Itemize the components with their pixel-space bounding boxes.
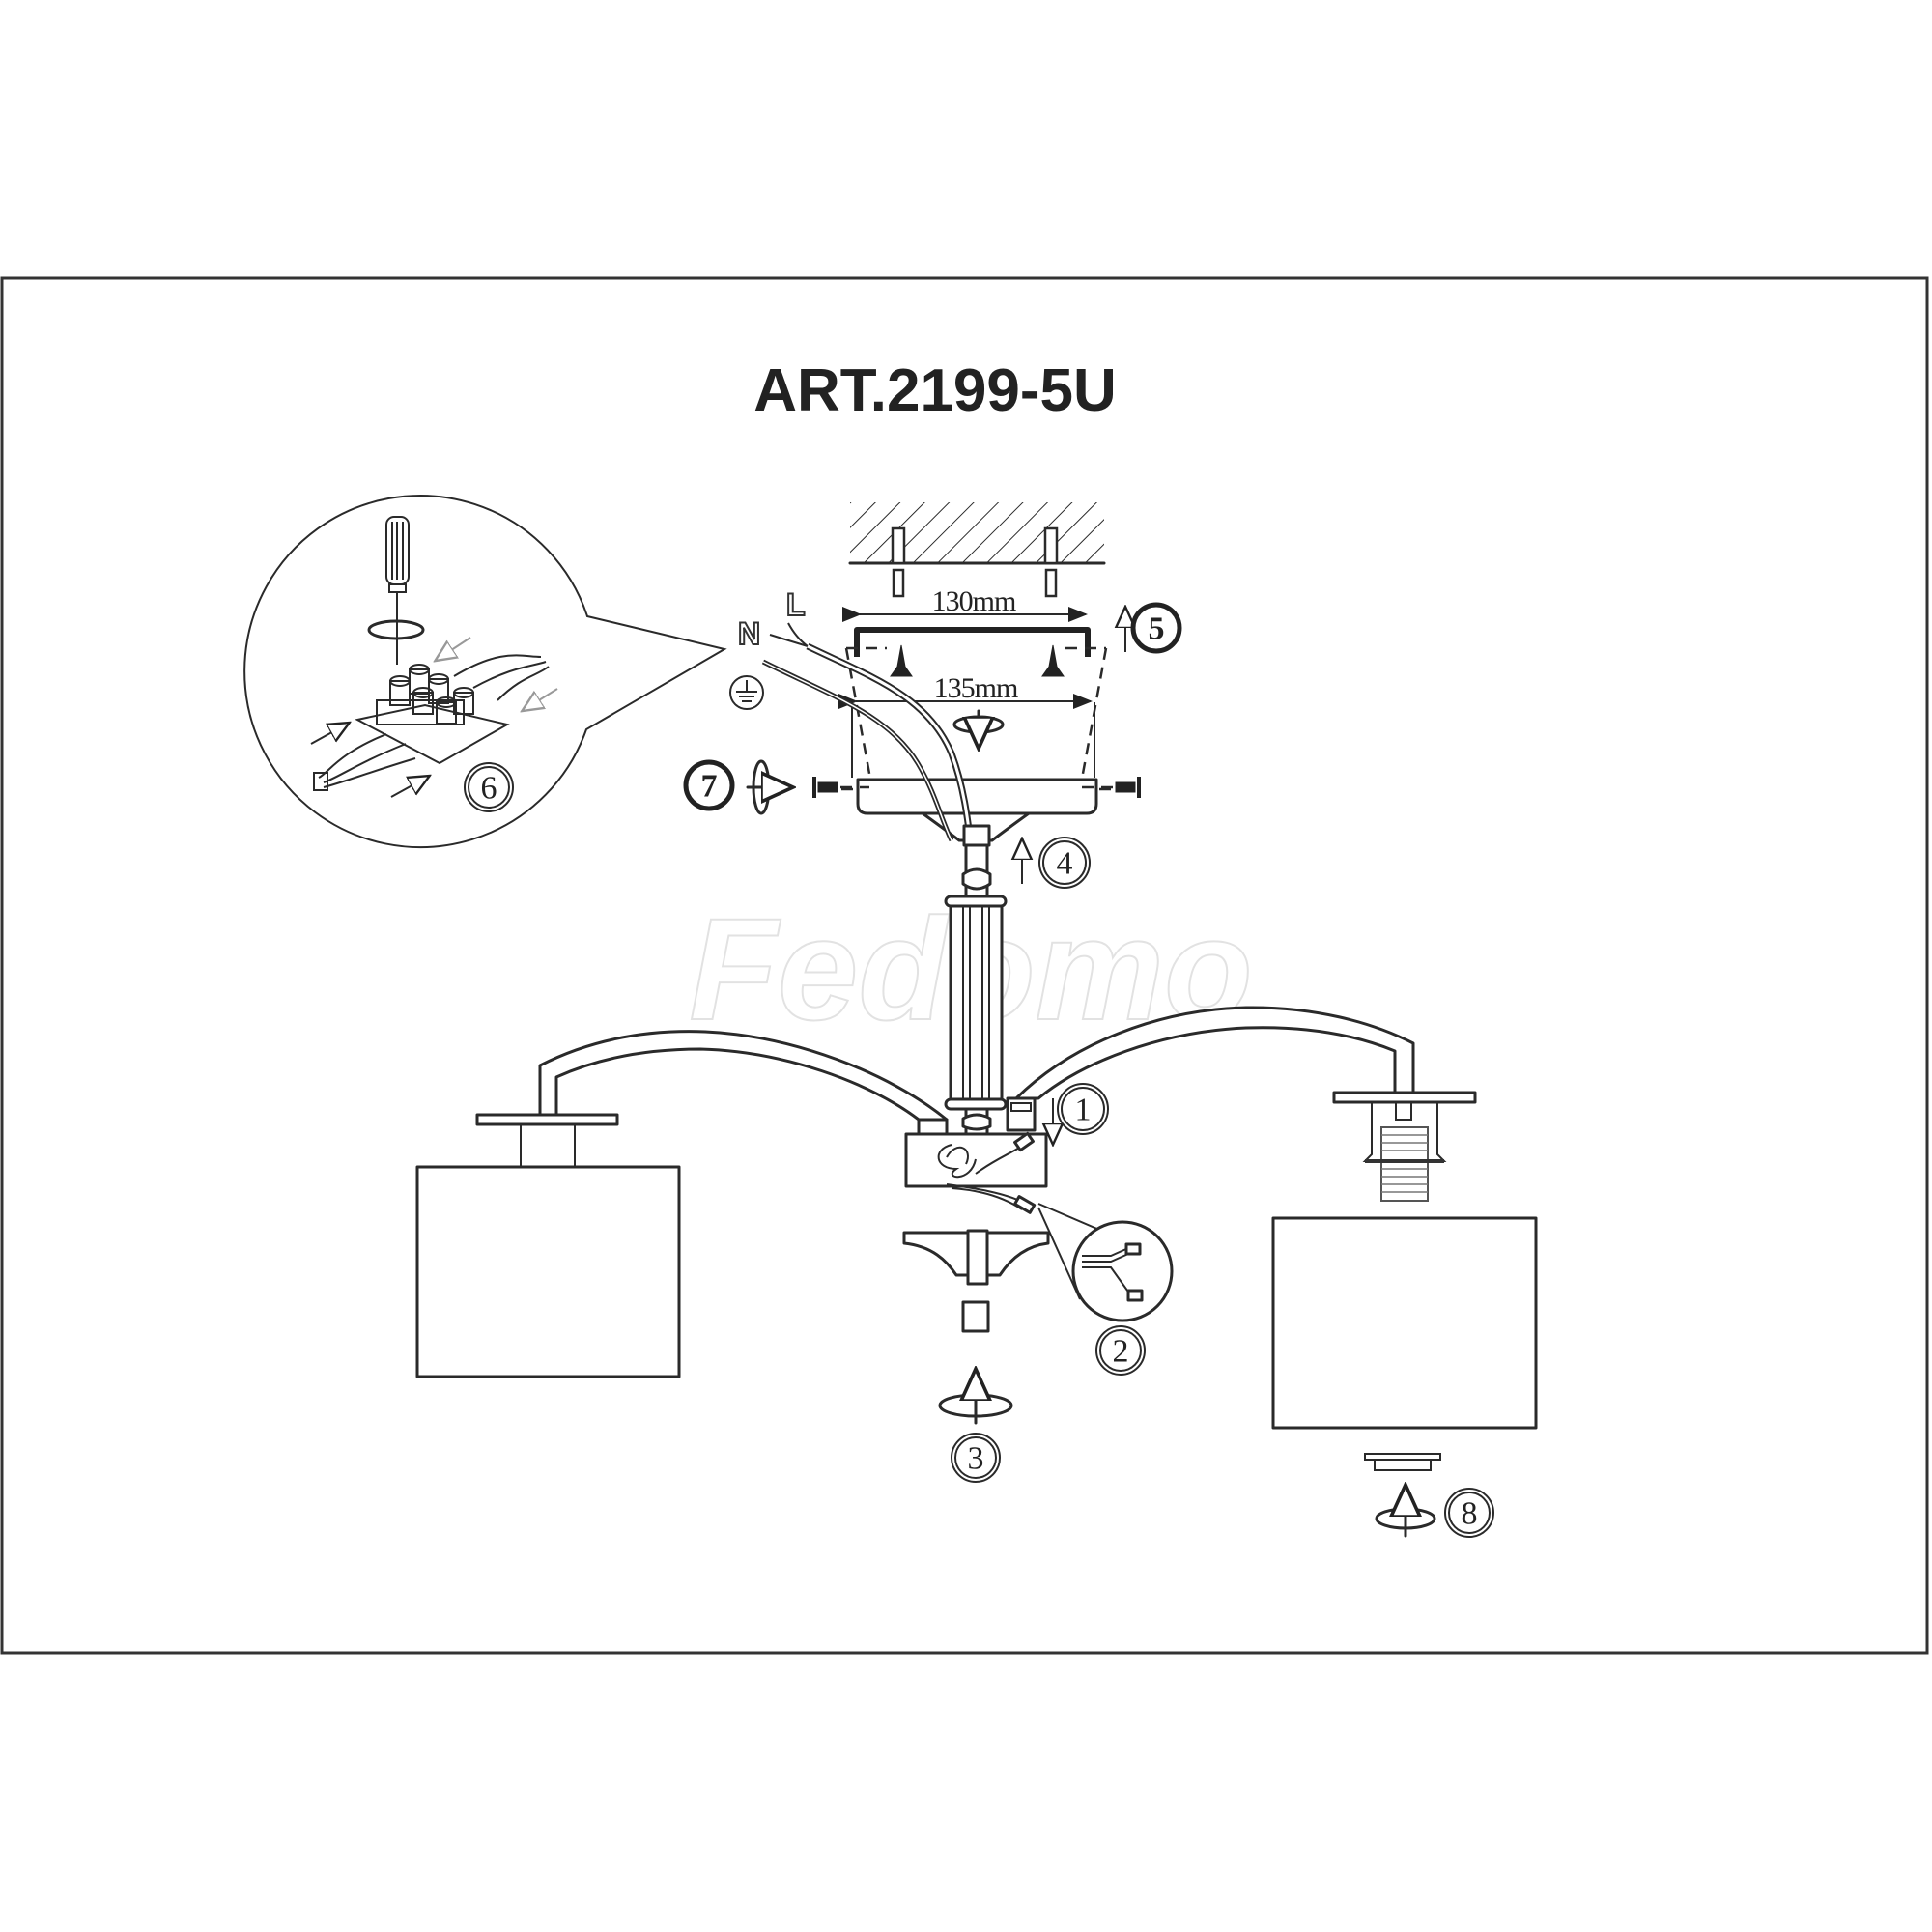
svg-text:2: 2 [1113, 1334, 1129, 1370]
bracket-width-label: 130mm [932, 585, 1016, 617]
step-2-badge: 2 [1095, 1325, 1146, 1376]
right-shade-plate [1332, 1091, 1477, 1104]
bracket-dimension: 130mm [842, 585, 1088, 622]
arm-left-end-block [917, 1118, 949, 1136]
svg-text:7: 7 [701, 769, 718, 805]
page-title: ART.2199-5U [753, 357, 1117, 424]
right-lamp-socket [1362, 1101, 1447, 1202]
svg-text:3: 3 [968, 1441, 984, 1477]
rotate-icon [1375, 1488, 1436, 1538]
page-frame [0, 276, 1929, 1655]
left-lamp-shade [415, 1165, 681, 1378]
svg-text:8: 8 [1462, 1496, 1478, 1532]
step-3-badge: 3 [951, 1433, 1001, 1483]
finial-nut [961, 1300, 990, 1333]
wall-anchor-right [1043, 526, 1059, 565]
step-6-badge: 6 [464, 762, 514, 812]
threaded-rod [966, 1229, 989, 1286]
screw-right [1041, 644, 1065, 677]
wall-anchor-left [891, 526, 906, 565]
canopy [856, 778, 1098, 815]
step-8-badge: 8 [1444, 1488, 1494, 1538]
rotate-icon [746, 759, 790, 815]
right-lamp-shade [1271, 1216, 1538, 1430]
shade-ring-nut [1364, 1453, 1441, 1471]
wire-connector-detail [1037, 1203, 1174, 1322]
junction-box [904, 1131, 1048, 1214]
mounting-bracket [854, 627, 1091, 657]
step-7-badge: 7 [683, 759, 735, 811]
canopy-dimension: 135mm [838, 672, 1095, 778]
rotate-icon [952, 709, 1005, 746]
side-screw-left [812, 777, 869, 798]
step-1-badge: 1 [1057, 1083, 1109, 1135]
supply-wires [761, 622, 975, 846]
left-lamp-holder [520, 1123, 576, 1168]
svg-text:5: 5 [1149, 611, 1165, 647]
rotate-icon [938, 1372, 1013, 1425]
canopy-width-label: 135mm [934, 672, 1018, 704]
svg-text:1: 1 [1075, 1093, 1092, 1128]
neutral-wire-label: N [738, 616, 760, 651]
screwdriver-icon [367, 516, 425, 665]
canopy-outline [840, 646, 1111, 791]
screw-left [890, 644, 913, 677]
earth-ground-icon [729, 675, 764, 710]
step-5-badge: 5 [1130, 602, 1182, 654]
live-wire-label: L [786, 587, 806, 622]
svg-text:4: 4 [1057, 846, 1073, 882]
terminal-block-detail [243, 495, 727, 849]
plug-left [892, 568, 905, 598]
plug-right [1044, 568, 1058, 598]
step-4-badge: 4 [1038, 837, 1091, 889]
center-stem [944, 824, 1008, 1138]
svg-text:6: 6 [481, 771, 497, 807]
left-shade-plate [475, 1113, 619, 1126]
side-screw-right [1082, 777, 1141, 798]
ceiling-section [848, 502, 1106, 598]
